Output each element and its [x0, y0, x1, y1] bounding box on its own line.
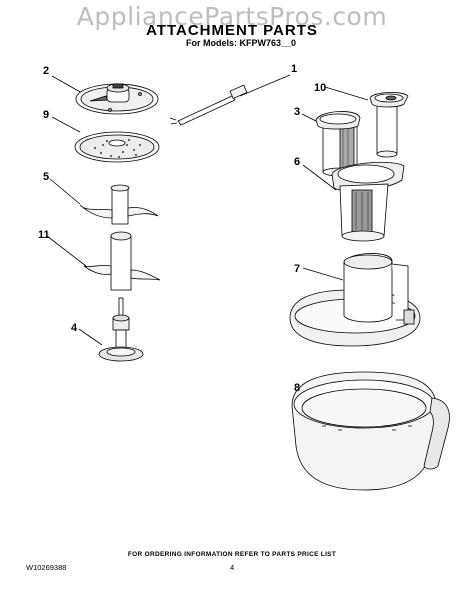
small-food-pusher	[369, 92, 409, 158]
callout-5: 5	[43, 171, 49, 183]
callout-7: 7	[294, 263, 300, 275]
callout-2: 2	[43, 65, 49, 77]
work-bowl-cover	[289, 253, 421, 347]
callout-10: 10	[314, 82, 326, 94]
callout-9: 9	[43, 109, 49, 121]
small-blade	[79, 184, 159, 225]
slicing-disc	[75, 83, 159, 115]
callout-11: 11	[38, 229, 50, 241]
callout-4: 4	[71, 322, 78, 334]
page-title: ATTACHMENT PARTS	[146, 22, 318, 39]
page-number: 4	[230, 563, 235, 572]
callout-8: 8	[294, 382, 300, 394]
ordering-note: FOR ORDERING INFORMATION REFER TO PARTS …	[127, 551, 337, 558]
callout-3: 3	[294, 106, 300, 118]
feed-tube-lid	[331, 161, 405, 242]
shredding-disc	[74, 131, 160, 163]
document-number: W10269388	[26, 563, 67, 572]
disc-adapter	[98, 297, 144, 362]
models-subtitle: For Models: KFPW763__0	[186, 38, 297, 48]
disc-wand	[169, 84, 248, 126]
large-blade	[83, 231, 161, 291]
work-bowl	[291, 371, 450, 491]
callout-1: 1	[291, 63, 297, 75]
callout-6: 6	[294, 156, 300, 168]
watermark-text: AppliancePartsPros.com	[76, 2, 388, 31]
